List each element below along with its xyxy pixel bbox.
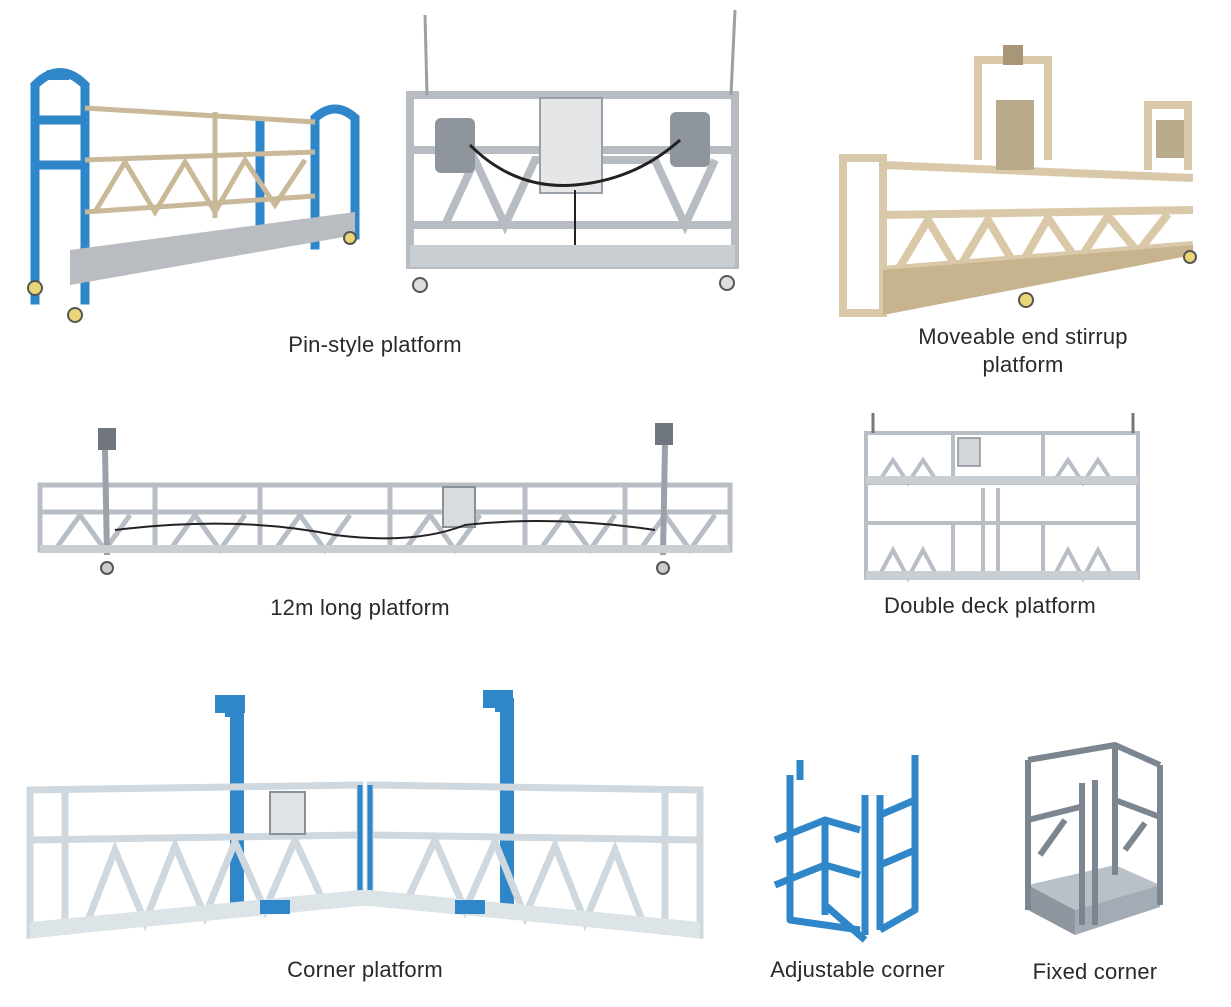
fixed-corner-caption: Fixed corner [1032,959,1158,984]
12m-long-platform-image [37,423,733,575]
12m-long-platform-caption: 12m long platform [270,595,450,620]
corner-platform-caption: Corner platform [287,957,443,982]
double-deck-platform-caption: Double deck platform [884,593,1096,618]
adjustable-corner-caption: Adjustable corner [770,957,945,982]
double-deck-platform-image [864,413,1140,583]
adjustable-corner-image [773,755,919,943]
pin-style-platform-caption: Pin-style platform [288,332,462,357]
moveable-end-stirrup-platform-image [839,45,1197,317]
fixed-corner-image [1025,742,1163,935]
moveable-end-stirrup-platform-caption: Moveable end stirrup platform [918,324,1128,377]
corner-platform-image [26,690,704,939]
pin-style-platform-image [27,9,739,323]
